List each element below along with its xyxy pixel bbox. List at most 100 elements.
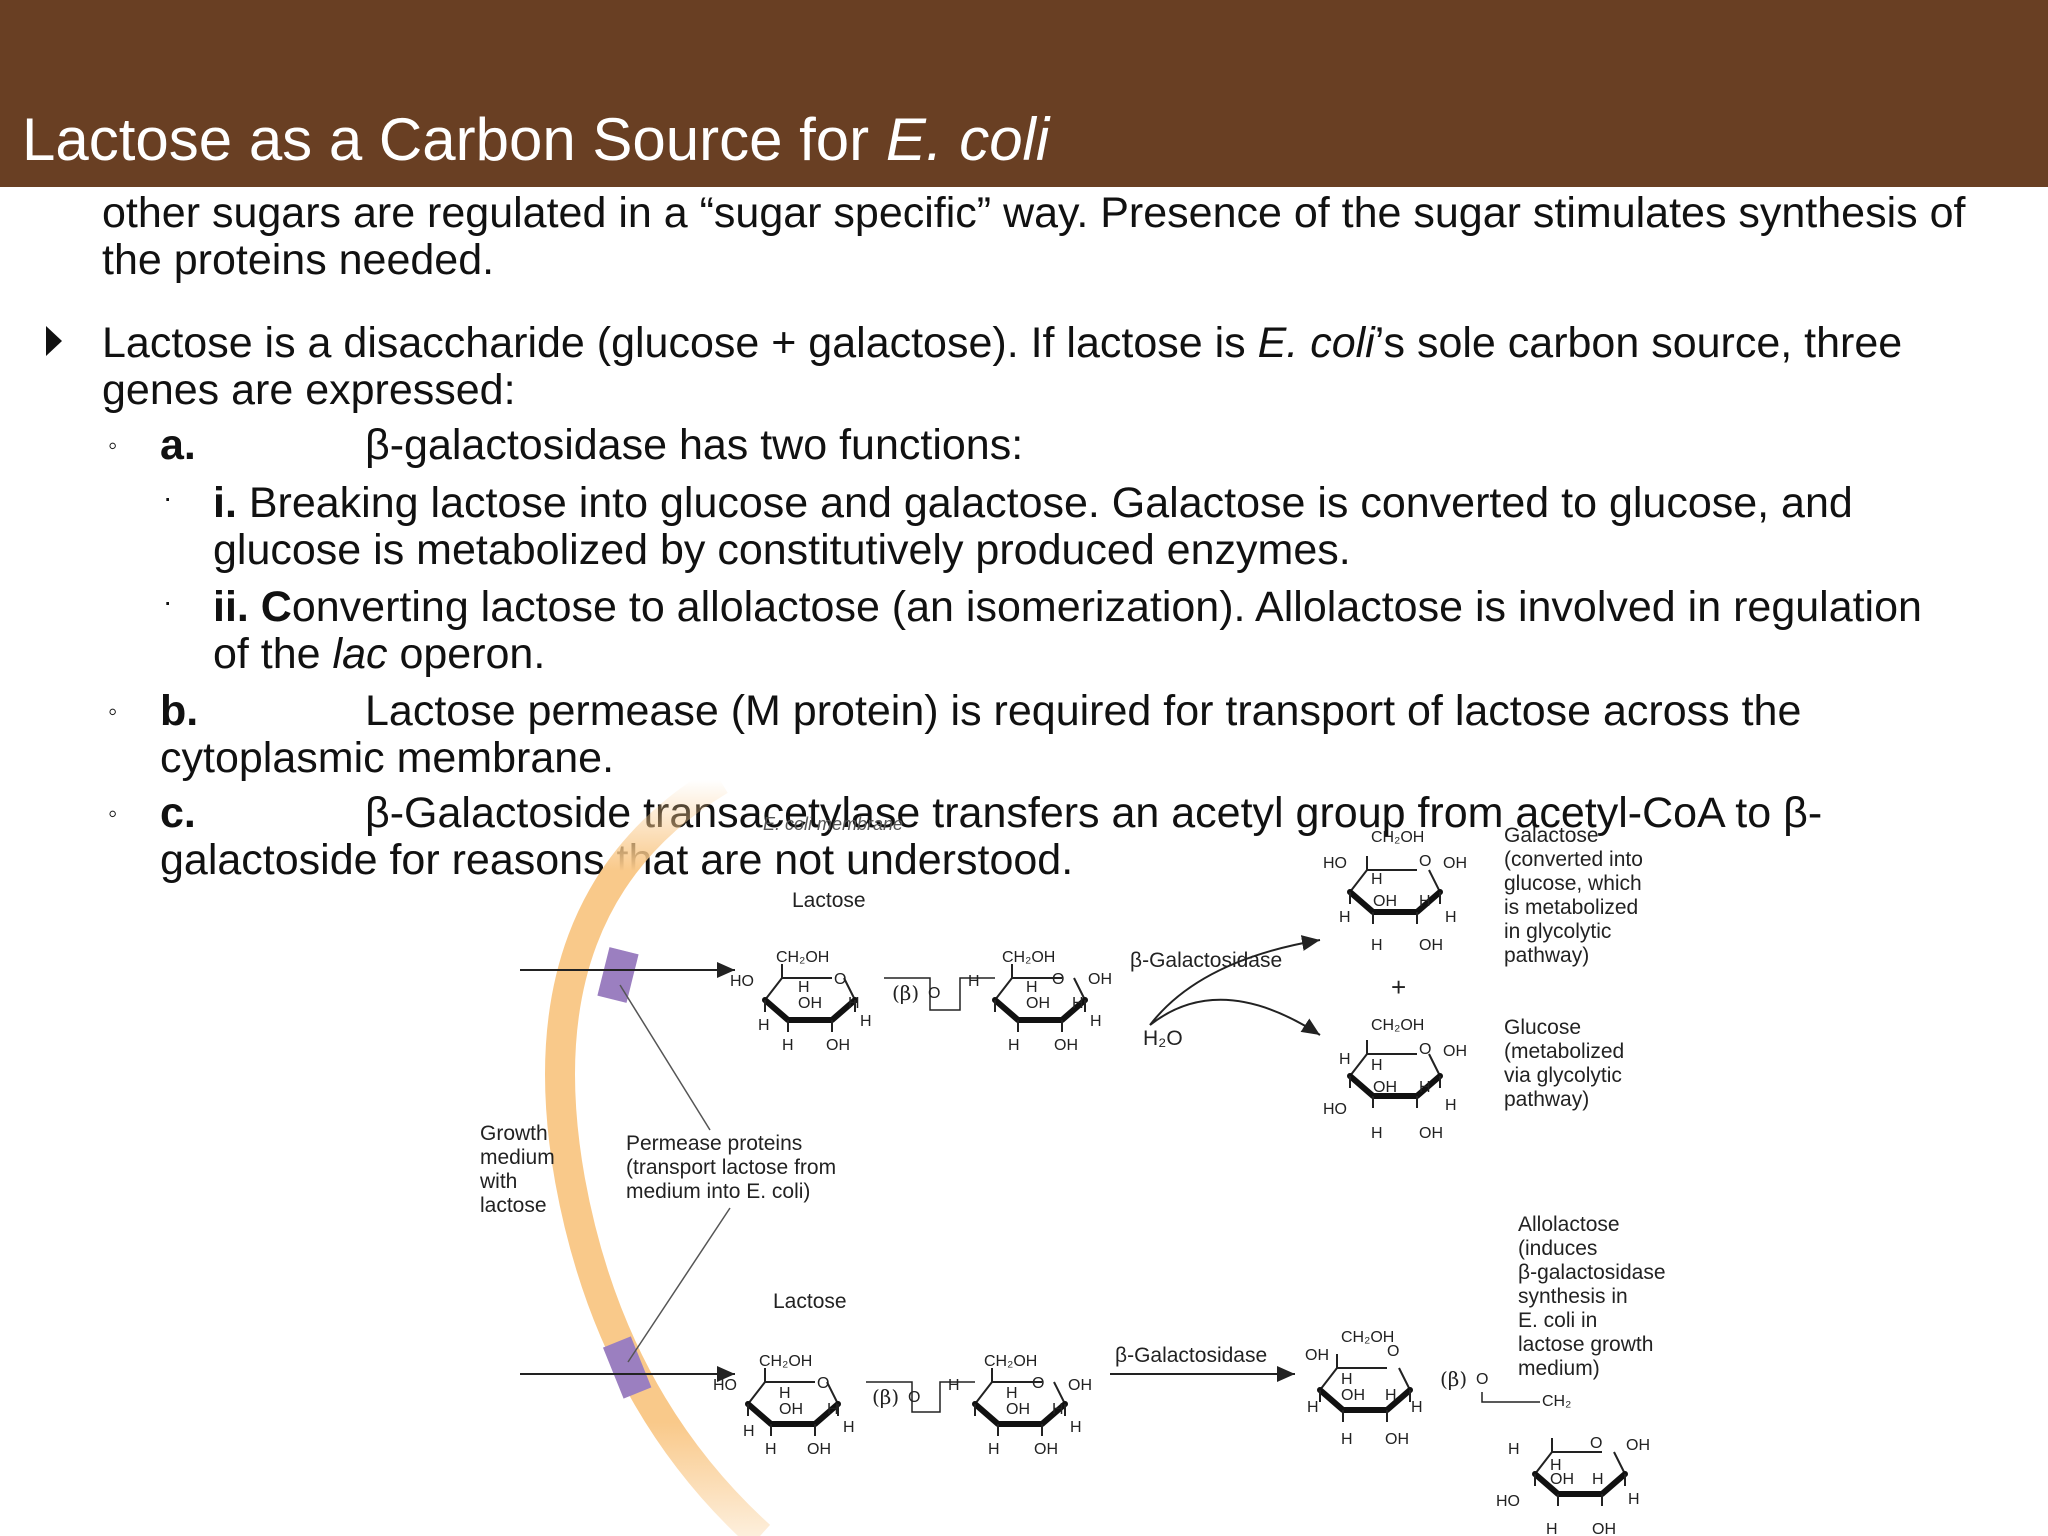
permease-protein-top xyxy=(597,947,639,1003)
sub-sub-bullet-marker: · xyxy=(163,482,173,513)
svg-text:O: O xyxy=(928,985,940,1002)
svg-text:Allolactose: Allolactose xyxy=(1518,1213,1620,1236)
svg-text:CH₂OH: CH₂OH xyxy=(984,1353,1037,1370)
svg-text:OH: OH xyxy=(1373,1079,1397,1096)
growth-medium-label: Growth medium with lactose xyxy=(479,1122,555,1217)
lactose-label-bottom: Lactose xyxy=(773,1290,847,1313)
sub-bullet-marker: ◦ xyxy=(108,798,118,828)
glucose-label: Glucose (metabolized via glycolytic path… xyxy=(1504,1016,1624,1111)
item-a-label: a. xyxy=(160,421,196,469)
lactose-galactose-ring-bottom: CH₂OH HO O H OH H H H H OH xyxy=(713,1353,855,1458)
bullet-lactose-disaccharide: Lactose is a disaccharide (glucose + gal… xyxy=(102,320,1902,414)
item-ii-label: ii. C xyxy=(213,583,292,631)
svg-text:H: H xyxy=(1341,1371,1353,1388)
cell-membrane xyxy=(545,767,771,1536)
svg-text:glucose, which: glucose, which xyxy=(1504,872,1642,895)
svg-text:with: with xyxy=(479,1170,517,1193)
svg-text:CH₂OH: CH₂OH xyxy=(1371,829,1424,846)
galactose-ring: CH₂OH HO O OH H OH H H H H OH xyxy=(1323,829,1467,954)
svg-text:H: H xyxy=(1052,1401,1064,1418)
svg-text:OH: OH xyxy=(1006,1401,1030,1418)
svg-text:(β): (β) xyxy=(892,981,919,1005)
svg-text:H: H xyxy=(1341,1431,1353,1448)
svg-text:H: H xyxy=(827,1401,839,1418)
item-c-text: β-Galactoside transacetylase transfers a… xyxy=(365,789,1823,837)
svg-text:H: H xyxy=(1339,1051,1351,1068)
svg-text:H: H xyxy=(1026,979,1038,996)
svg-text:HO: HO xyxy=(1323,1101,1347,1118)
svg-text:(β): (β) xyxy=(1440,1367,1467,1391)
svg-text:CH₂: CH₂ xyxy=(1542,1393,1571,1410)
svg-text:OH: OH xyxy=(1068,1377,1092,1394)
svg-text:H: H xyxy=(1070,1419,1082,1436)
svg-text:H: H xyxy=(1546,1521,1558,1536)
svg-text:is metabolized: is metabolized xyxy=(1504,896,1638,919)
svg-text:pathway): pathway) xyxy=(1504,1088,1589,1111)
svg-text:H: H xyxy=(968,973,980,990)
permease-label: Permease proteins (transport lactose fro… xyxy=(626,1132,836,1203)
svg-text:OH: OH xyxy=(1088,971,1112,988)
svg-text:via glycolytic: via glycolytic xyxy=(1504,1064,1622,1087)
svg-text:OH: OH xyxy=(807,1441,831,1458)
svg-text:OH: OH xyxy=(826,1037,850,1054)
svg-text:H: H xyxy=(1371,871,1383,888)
svg-text:Permease proteins: Permease proteins xyxy=(626,1132,802,1155)
bullet1-line-1: Lactose is a disaccharide (glucose + gal… xyxy=(102,319,1903,367)
svg-text:H: H xyxy=(1008,1037,1020,1054)
enzyme-label-bottom: β-Galactosidase xyxy=(1115,1344,1267,1367)
svg-text:O: O xyxy=(1387,1343,1399,1360)
svg-text:H: H xyxy=(1371,1125,1383,1142)
svg-text:lactose growth: lactose growth xyxy=(1518,1333,1653,1356)
svg-text:HO: HO xyxy=(1496,1493,1520,1510)
item-a-text: β-galactosidase has two functions: xyxy=(365,421,1024,469)
svg-text:O: O xyxy=(1476,1371,1488,1388)
bullet1-line-2: genes are expressed: xyxy=(102,366,516,414)
svg-text:H: H xyxy=(1090,1013,1102,1030)
svg-text:OH: OH xyxy=(1373,893,1397,910)
svg-text:OH: OH xyxy=(1054,1037,1078,1054)
svg-text:OH: OH xyxy=(1592,1521,1616,1536)
svg-text:OH: OH xyxy=(1443,855,1467,872)
lactose-glucose-ring-bottom: CH₂OH H O OH H OH H H H OH xyxy=(948,1353,1092,1458)
svg-text:lactose: lactose xyxy=(480,1194,547,1217)
item-ii: ii. Converting lactose to allolactose (a… xyxy=(213,583,1922,678)
svg-text:H: H xyxy=(988,1441,1000,1458)
svg-text:OH: OH xyxy=(798,995,822,1012)
svg-text:β-galactosidase: β-galactosidase xyxy=(1518,1261,1666,1284)
svg-text:O: O xyxy=(1419,853,1431,870)
svg-text:H: H xyxy=(765,1441,777,1458)
svg-text:H: H xyxy=(860,1013,872,1030)
intro-line-2: the proteins needed. xyxy=(102,236,495,284)
svg-text:OH: OH xyxy=(1443,1043,1467,1060)
item-c-label: c. xyxy=(160,789,196,837)
svg-text:HO: HO xyxy=(713,1377,737,1394)
glucose-ring: CH₂OH H O OH H OH H HO H H OH xyxy=(1323,1017,1467,1142)
svg-text:H: H xyxy=(1628,1491,1640,1508)
svg-text:CH₂OH: CH₂OH xyxy=(759,1353,812,1370)
allolactose-ring-2: O OH H H OH H HO H H OH xyxy=(1496,1435,1650,1536)
svg-text:O: O xyxy=(817,1375,829,1392)
svg-text:O: O xyxy=(1419,1041,1431,1058)
svg-text:H: H xyxy=(1371,1057,1383,1074)
svg-text:O: O xyxy=(1052,971,1064,988)
intro-line-1: other sugars are regulated in a “sugar s… xyxy=(102,189,1966,237)
title-bar: Lactose as a Carbon Source for E. coli xyxy=(0,0,2048,187)
svg-text:OH: OH xyxy=(1026,995,1050,1012)
svg-text:H: H xyxy=(758,1017,770,1034)
svg-text:O: O xyxy=(1032,1375,1044,1392)
svg-text:medium: medium xyxy=(480,1146,555,1169)
item-b: b. cytoplasmic membrane. xyxy=(160,687,615,782)
item-i-label: i. xyxy=(213,479,237,527)
item-b-text: Lactose permease (M protein) is required… xyxy=(365,687,1802,735)
svg-text:medium into E. coli): medium into E. coli) xyxy=(626,1180,810,1203)
svg-text:H: H xyxy=(1550,1457,1562,1474)
svg-text:OH: OH xyxy=(1419,937,1443,954)
svg-text:(converted into: (converted into xyxy=(1504,848,1643,871)
svg-text:H: H xyxy=(1411,1399,1423,1416)
svg-text:CH₂OH: CH₂OH xyxy=(776,949,829,966)
svg-text:OH: OH xyxy=(779,1401,803,1418)
svg-text:medium): medium) xyxy=(1518,1357,1600,1380)
svg-text:CH₂OH: CH₂OH xyxy=(1371,1017,1424,1034)
svg-text:OH: OH xyxy=(1305,1347,1329,1364)
allolactose-label: Allolactose (induces β-galactosidase syn… xyxy=(1518,1213,1666,1380)
